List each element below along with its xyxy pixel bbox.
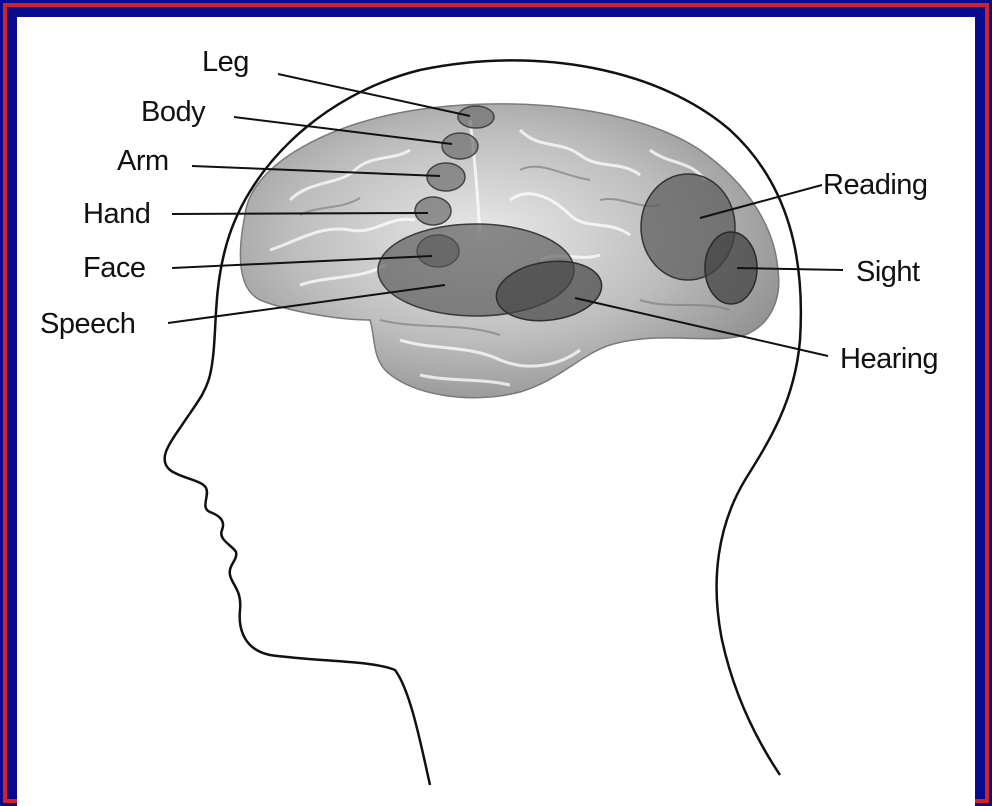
region-arm: [427, 163, 465, 191]
label-reading: Reading: [823, 169, 928, 201]
leader-leg: [278, 74, 470, 116]
label-speech: Speech: [40, 308, 135, 340]
label-hand: Hand: [83, 198, 150, 230]
brain-function-diagram: Leg Body Arm Hand Face Speech Reading Si…: [17, 17, 975, 806]
label-sight: Sight: [856, 256, 920, 288]
label-arm: Arm: [117, 145, 169, 177]
region-hand: [415, 197, 451, 225]
label-face: Face: [83, 252, 145, 284]
diagram-canvas: Leg Body Arm Hand Face Speech Reading Si…: [17, 17, 975, 806]
label-hearing: Hearing: [840, 343, 938, 375]
leader-hand: [172, 213, 428, 214]
label-body: Body: [141, 96, 206, 128]
region-leg: [458, 106, 494, 128]
region-body: [442, 133, 478, 159]
label-leg: Leg: [202, 46, 249, 78]
